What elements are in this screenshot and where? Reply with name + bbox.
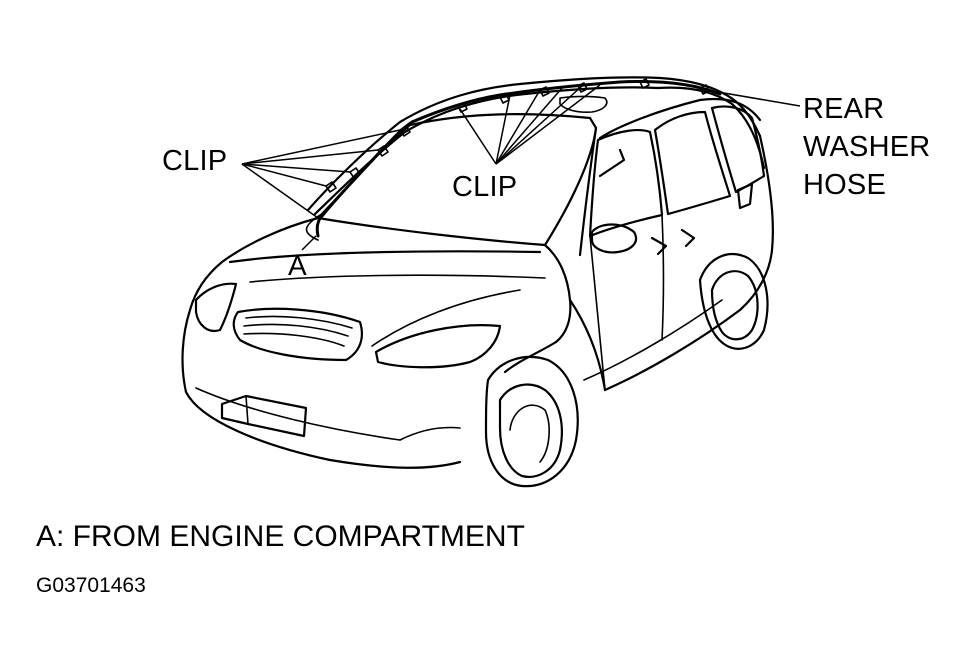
side-body [503,97,774,392]
front-fascia [181,282,502,469]
rear-washer-hose-label-line-2: WASHER [803,131,931,163]
clip-label-right: CLIP [452,171,518,203]
hood [188,216,572,347]
clip-label-left: CLIP [162,145,228,177]
rear-washer-hose-label-line-3: HOSE [803,169,886,201]
point-a-label: A [288,250,307,281]
leader-lines [241,84,801,251]
figure-caption: A: FROM ENGINE COMPARTMENT [36,520,525,553]
rear-washer-hose-label-line-1: REAR [803,93,885,125]
figure-id: G03701463 [36,574,146,597]
front-wheel [484,355,579,488]
rear-washer-hose-label: REAR WASHER HOSE [803,90,930,204]
rear-wheel [698,253,769,350]
